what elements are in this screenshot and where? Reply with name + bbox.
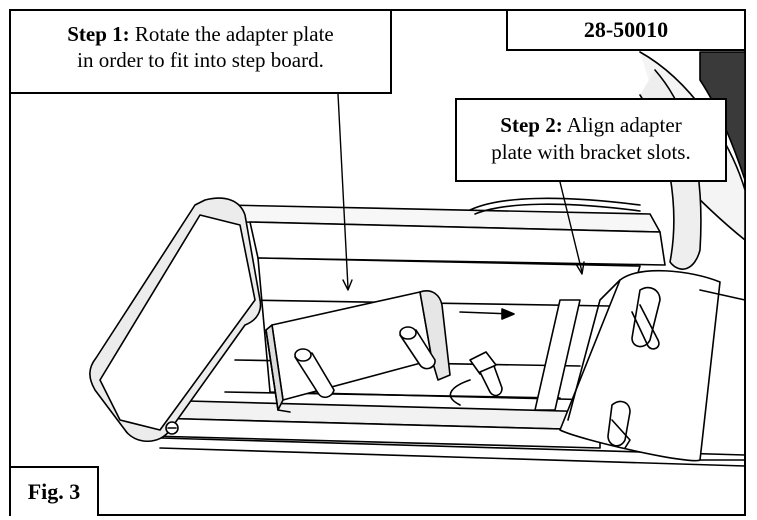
arrow-right-icon	[459, 308, 515, 320]
step2-line1: Step 2: Align adapter	[457, 112, 725, 139]
step2-leader-line	[559, 181, 583, 273]
step-board-top	[249, 221, 666, 266]
step2-line2: plate with bracket slots.	[491, 140, 691, 164]
figure-label: Fig. 3	[9, 466, 99, 516]
step1-leader-line	[337, 93, 349, 289]
step1-line1: Step 1: Rotate the adapter plate	[11, 21, 390, 47]
step1-callout: Step 1: Rotate the adapter plate in orde…	[9, 9, 392, 94]
part-number: 28-50010	[506, 9, 746, 51]
step2-callout: Step 2: Align adapter plate with bracket…	[455, 98, 727, 182]
step2-label: Step 2:	[500, 113, 563, 137]
step2-text: Align adapter	[562, 113, 682, 137]
step1-label: Step 1:	[67, 22, 130, 46]
bolt-icon	[449, 351, 503, 406]
bracket	[559, 269, 746, 462]
adapter-plate-pin-left	[294, 348, 335, 399]
step1-text: Rotate the adapter plate	[129, 22, 334, 46]
adapter-plate-pin-right	[399, 326, 436, 370]
step1-line2: in order to fit into step board.	[77, 48, 324, 72]
